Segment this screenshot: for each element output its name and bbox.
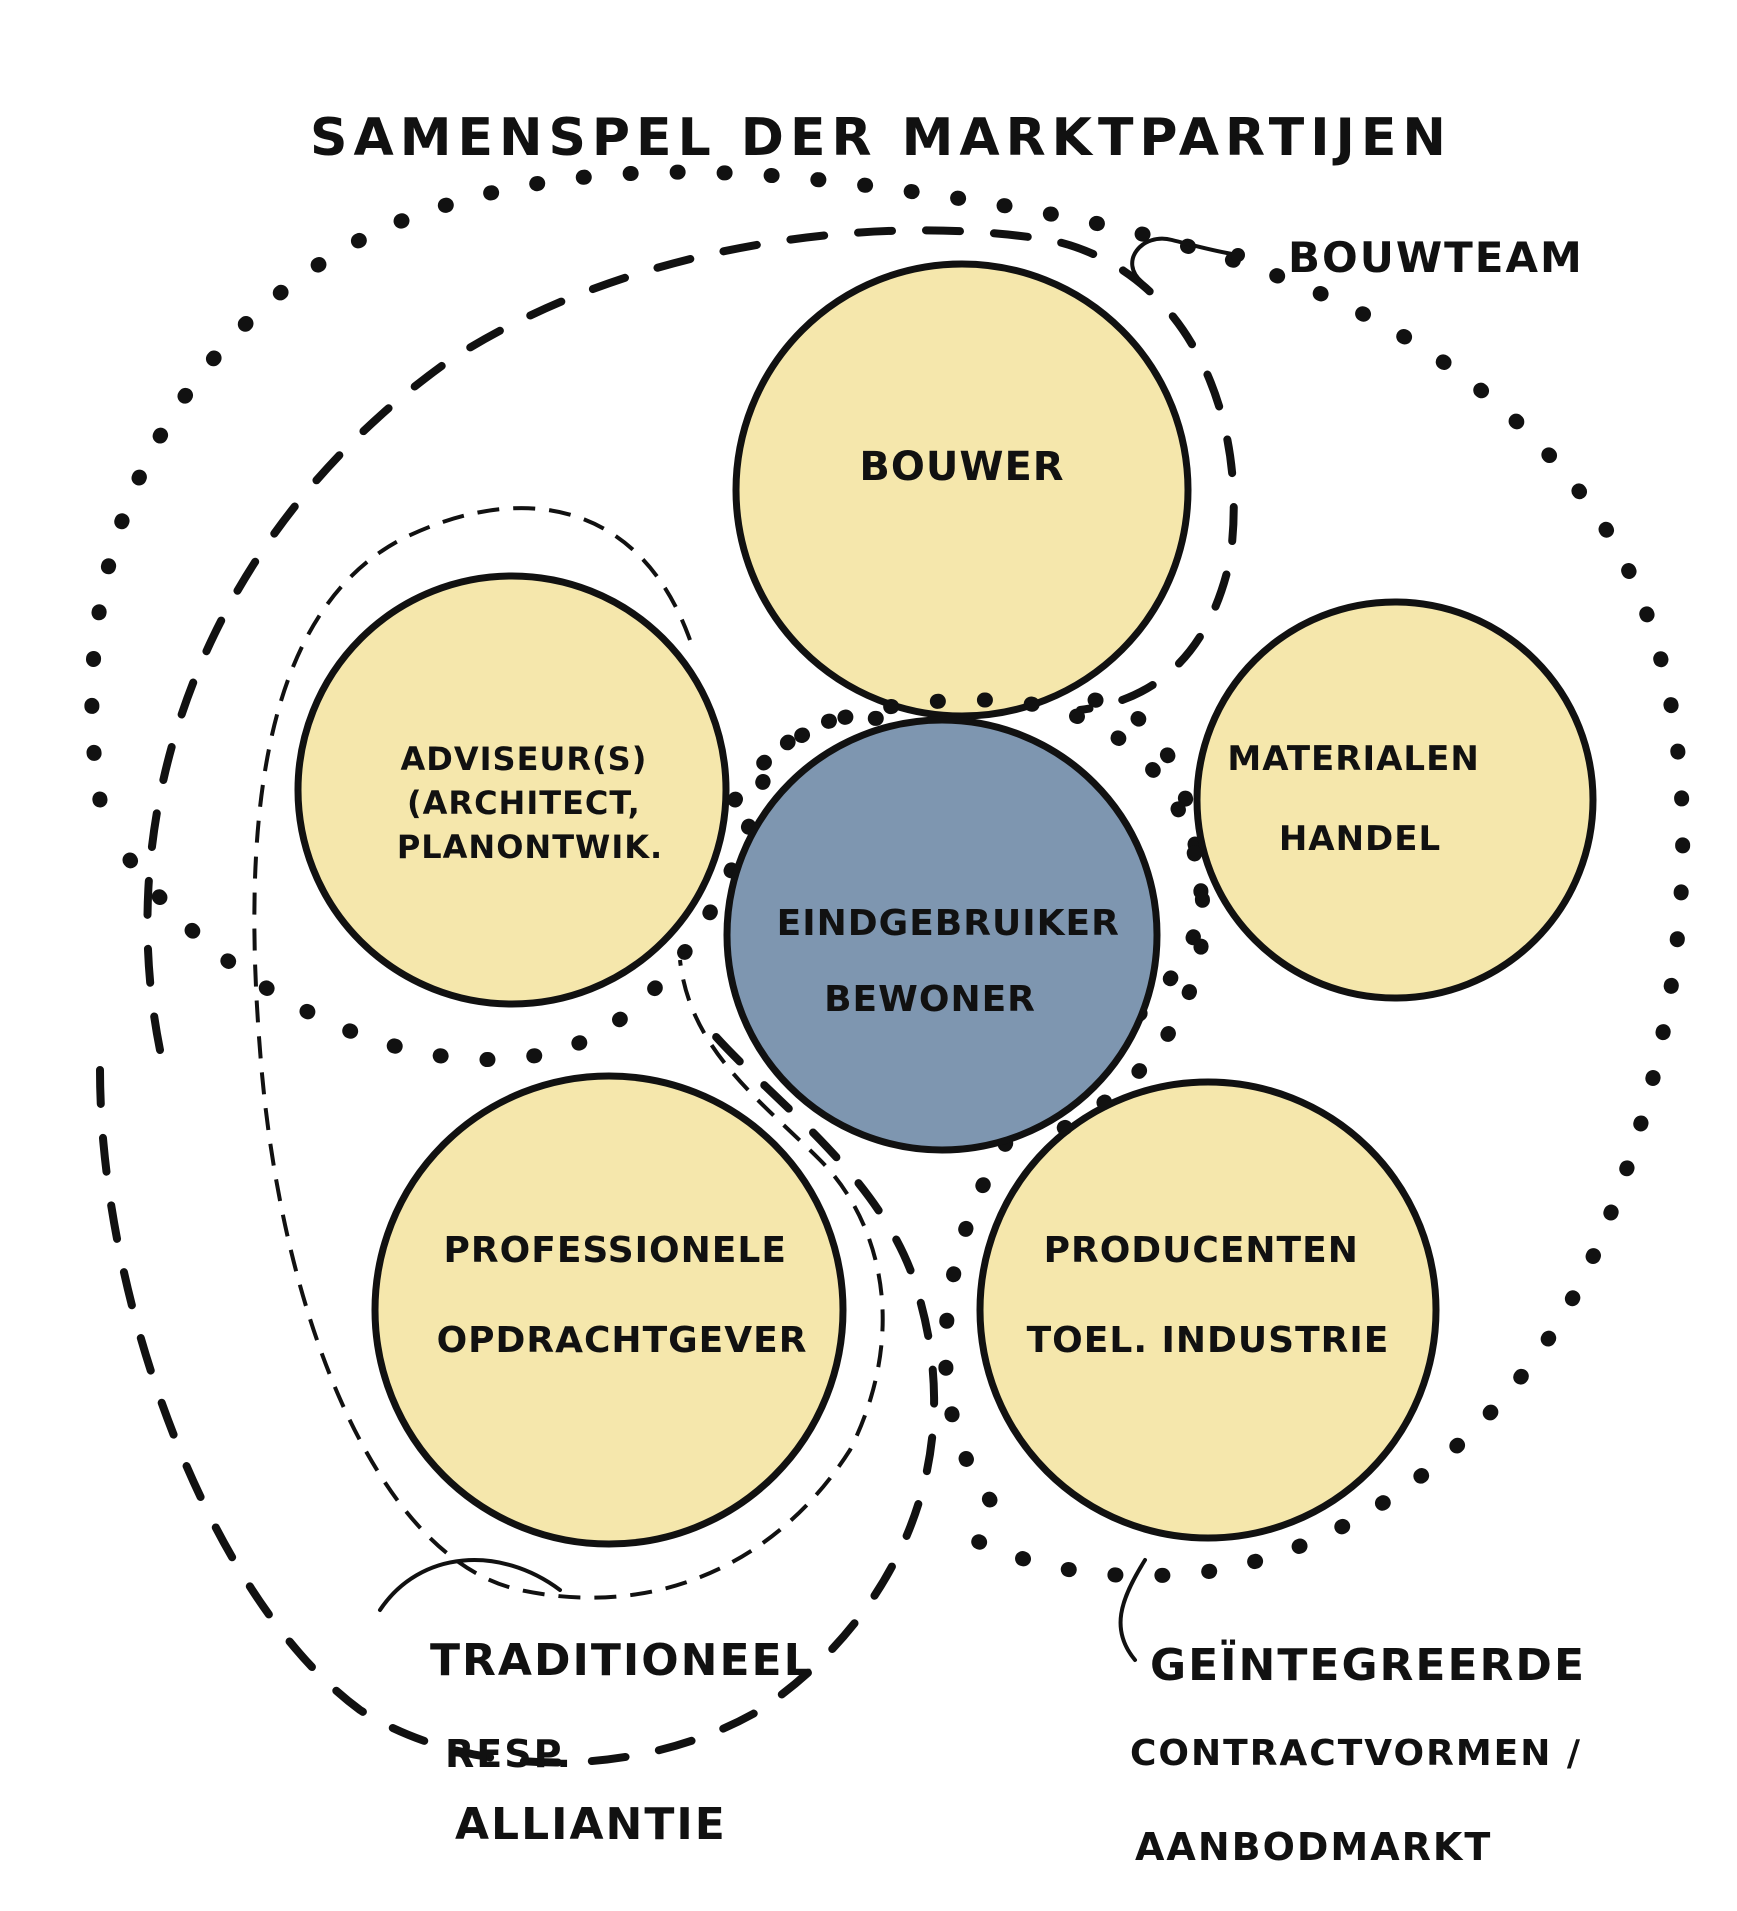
traditioneel-label: TRADITIONEEL RESP. ALLIANTIE	[430, 1635, 831, 1850]
producenten-label: PRODUCENTEN TOEL. INDUSTRIE	[1027, 1230, 1390, 1361]
diagram-title: SAMENSPEL DER MARKTPARTIJEN	[310, 108, 1452, 168]
adviseur-label-line-3: PLANONTWIK.	[397, 828, 663, 866]
traditioneel-line-1: TRADITIONEEL	[430, 1635, 814, 1686]
bouwer-circle	[732, 260, 1192, 720]
opdrachtgever-label-line-2: OPDRACHTGEVER	[437, 1320, 808, 1361]
producenten-label-line-1: PRODUCENTEN	[1044, 1230, 1359, 1271]
adviseur-label-line-2: (ARCHITECT,	[407, 784, 641, 822]
bouwteam-leader	[1130, 236, 1234, 284]
node-producenten: PRODUCENTEN TOEL. INDUSTRIE	[976, 1078, 1440, 1542]
traditioneel-line-3: ALLIANTIE	[455, 1799, 727, 1850]
adviseur-label: ADVISEUR(S) (ARCHITECT, PLANONTWIK.	[397, 740, 663, 866]
producenten-label-line-2: TOEL. INDUSTRIE	[1027, 1320, 1390, 1361]
opdrachtgever-circle	[371, 1072, 847, 1548]
eindgebruiker-label-line-1: EINDGEBRUIKER	[777, 903, 1120, 944]
traditioneel-dashed-boundary	[96, 1026, 938, 1767]
node-adviseur: ADVISEUR(S) (ARCHITECT, PLANONTWIK.	[294, 572, 730, 1008]
adviseur-label-line-1: ADVISEUR(S)	[401, 740, 648, 778]
geintegreerd-dotted-loop	[912, 682, 1209, 1508]
producenten-circle	[976, 1078, 1440, 1542]
node-materialen: MATERIALEN HANDEL	[1193, 598, 1597, 1002]
center-dotted-ring	[727, 692, 1211, 1138]
opdrachtgever-label: PROFESSIONELE OPDRACHTGEVER	[437, 1230, 808, 1361]
traditioneel-leader	[378, 1558, 562, 1612]
bouwteam-dashed-boundary	[143, 226, 1238, 1054]
eindgebruiker-label-line-2: BEWONER	[824, 979, 1036, 1020]
geintegreerd-label: GEÏNTEGREERDE CONTRACTVORMEN / AANBODMAR…	[1130, 1638, 1603, 1869]
outer-dotted-boundary	[84, 164, 1691, 1584]
node-bouwer: BOUWER	[732, 260, 1192, 720]
eindgebruiker-label: EINDGEBRUIKER BEWONER	[777, 903, 1134, 1020]
bouwer-label: BOUWER	[859, 444, 1064, 490]
bouwteam-label: BOUWTEAM	[1288, 233, 1584, 282]
traditioneel-line-2: RESP.	[445, 1732, 573, 1776]
opdrachtgever-label-line-1: PROFESSIONELE	[444, 1230, 787, 1271]
geintegreerd-line-3: AANBODMARKT	[1135, 1825, 1492, 1869]
geintegreerd-leader	[1118, 1558, 1147, 1662]
geintegreerd-line-1: GEÏNTEGREERDE	[1150, 1638, 1586, 1691]
materialen-label-line-1: MATERIALEN	[1227, 739, 1479, 779]
node-eindgebruiker: EINDGEBRUIKER BEWONER	[723, 716, 1161, 1154]
bouwer-label-line-1: BOUWER	[859, 444, 1064, 490]
adviseur-circle	[294, 572, 730, 1008]
eindgebruiker-circle	[723, 716, 1161, 1154]
bouwteam-leader-dot	[1231, 248, 1245, 262]
materialen-label-line-2: HANDEL	[1279, 819, 1441, 859]
materialen-label: MATERIALEN HANDEL	[1227, 739, 1492, 859]
geintegreerd-line-2: CONTRACTVORMEN /	[1130, 1733, 1582, 1774]
node-opdrachtgever: PROFESSIONELE OPDRACHTGEVER	[371, 1072, 847, 1548]
materialen-circle	[1193, 598, 1597, 1002]
